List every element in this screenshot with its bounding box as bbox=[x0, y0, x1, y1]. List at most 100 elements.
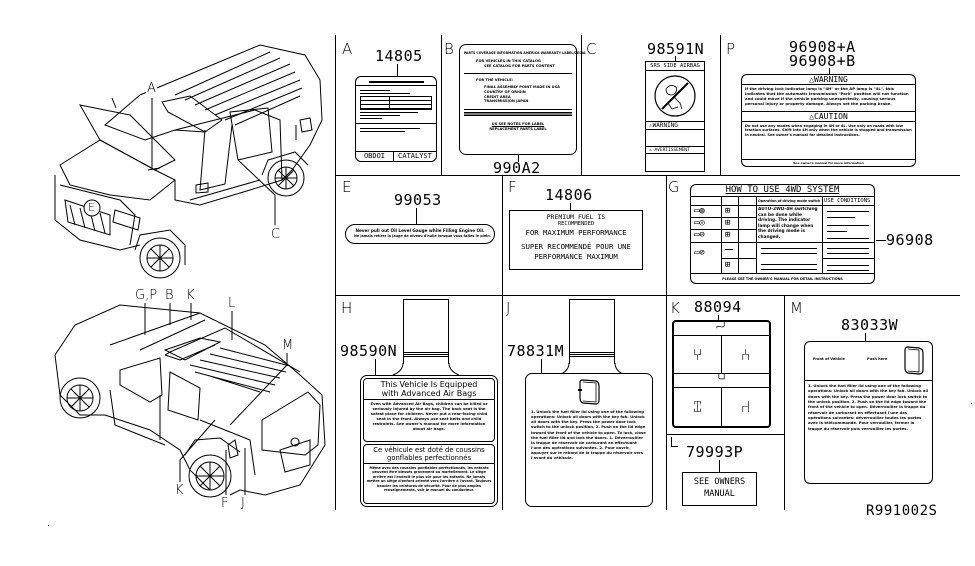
cell-p-letter: P bbox=[726, 40, 736, 58]
cell-c-letter: C bbox=[586, 40, 597, 58]
cell-k-letter: K bbox=[670, 299, 680, 317]
label-b-line-7: CREDIT AREA bbox=[484, 94, 511, 99]
label-g-operation-text: AUTO-2WD-4H switching can be done while … bbox=[758, 207, 818, 240]
cell-e-letter: E bbox=[342, 178, 352, 196]
callout-k-bottom-top: K bbox=[185, 288, 196, 303]
grid-line-m-left-stub bbox=[779, 434, 785, 435]
label-g-4wd-system: HOW TO USE 4WD SYSTEM Operation of drivi… bbox=[690, 184, 875, 284]
cell-j-part-number: 78831M bbox=[507, 342, 565, 360]
cell-f-leader bbox=[570, 203, 571, 210]
vehicle-front-view-illustration bbox=[54, 44, 323, 279]
grid-line-row2-bottom bbox=[335, 295, 960, 296]
label-l-see-owners-manual: SEE OWNERS MANUAL bbox=[682, 472, 757, 506]
label-a-emission: OBDOI CATALYST bbox=[355, 76, 437, 162]
label-f-line-5: PERFORMANCE MAXIMUM bbox=[534, 252, 618, 261]
label-g-col-operation: Operation of driving mode switch bbox=[758, 199, 820, 203]
no-child-seat-airbag-icon bbox=[654, 75, 696, 117]
switch-4h-icon: ▭⊖ bbox=[694, 230, 705, 240]
label-c-srs-airbag: SRS SIDE AIRBAG ⚠WARNING ⚠ AVERTISSEMENT bbox=[645, 61, 705, 172]
label-p-warning-text: If the driving lock indicator lamp is "4… bbox=[745, 86, 909, 106]
callout-c-top: C bbox=[270, 227, 282, 242]
cell-p-part-number-a: 96908+A bbox=[789, 38, 856, 56]
drivetrain-icon: ⊞ bbox=[725, 260, 731, 270]
callout-l-bottom: L bbox=[227, 296, 237, 311]
cell-f-letter: F bbox=[508, 178, 517, 196]
callout-j-bottom: J bbox=[240, 496, 246, 511]
vehicle-rear-view-illustration bbox=[54, 303, 326, 498]
callout-f-bottom: F bbox=[220, 496, 230, 511]
label-p-warning-title: WARNING bbox=[814, 75, 848, 84]
cell-c-leader bbox=[675, 56, 676, 61]
label-m-fuel-filler: Front of Vehicle Push here 1. Unlock the… bbox=[804, 341, 933, 484]
grid-line-k-m bbox=[784, 295, 785, 510]
label-l-line-1: SEE OWNERS bbox=[693, 477, 746, 487]
stray-dot bbox=[48, 525, 49, 526]
label-p-caution-text: Do not use any modes when engaging in 4H… bbox=[745, 124, 912, 137]
callout-k-bottom-lower: K bbox=[174, 483, 185, 498]
label-e-text-fr: Ne jamais retirer la jauge de niveau d'h… bbox=[354, 234, 491, 239]
switch-2wd-icon: ▭◍ bbox=[694, 206, 705, 216]
callout-b-bottom: B bbox=[164, 288, 175, 303]
label-m-header-right: Push here bbox=[867, 357, 888, 361]
label-c-header: SRS SIDE AIRBAG bbox=[646, 62, 704, 71]
label-m-body: 1. Unlock the fuel filler lid using one … bbox=[805, 380, 932, 480]
label-j-body: 1. Unlock the fuel filler lid using one … bbox=[531, 409, 646, 461]
label-l-line-2: MANUAL bbox=[704, 489, 735, 499]
cell-j-leader bbox=[541, 359, 542, 374]
cell-k-leader bbox=[718, 315, 719, 320]
cell-a-leader bbox=[397, 64, 398, 76]
cell-g-part-number: 96908 bbox=[886, 231, 934, 249]
grid-line-row1-bottom bbox=[335, 175, 960, 176]
callout-m-bottom: M bbox=[281, 338, 295, 353]
cell-b-part-number: 990A2 bbox=[493, 159, 541, 177]
warning-triangle-icon: ⚠ bbox=[649, 148, 652, 153]
label-k-seat-diagram: ⌐╯ ⑂ ⑃ ╰┘ ⑄ ⑁ bbox=[672, 320, 771, 428]
label-h-air-bags: This Vehicle Is Equipped with Advanced A… bbox=[360, 375, 498, 507]
cell-p-leader bbox=[829, 68, 830, 74]
label-j-tab bbox=[569, 299, 615, 364]
caution-triangle-icon: △ bbox=[809, 112, 815, 121]
cell-a-part-number: 14805 bbox=[375, 47, 423, 65]
label-h-title-en-1: This Vehicle Is Equipped bbox=[380, 380, 478, 389]
cell-k-part-number: 88094 bbox=[694, 298, 742, 316]
label-h-tab-neck bbox=[392, 362, 460, 376]
cell-h-part-number: 98590N bbox=[340, 342, 398, 360]
cell-l-corner-mark bbox=[671, 437, 678, 447]
cell-p-part-number-b: 96908+B bbox=[789, 52, 856, 70]
switch-auto-icon: ▭◎ bbox=[694, 218, 705, 228]
label-b-line-10: REPLACEMENT PARTS LABEL bbox=[489, 126, 547, 131]
label-a-footer-left: OBDOI bbox=[356, 152, 394, 161]
cell-j-letter: J bbox=[506, 299, 511, 317]
cell-e-part-number: 99053 bbox=[394, 191, 442, 209]
label-g-title: HOW TO USE 4WD SYSTEM bbox=[725, 185, 840, 195]
diagram-reference-code: R991002S bbox=[866, 503, 938, 519]
label-b-line-9: US SEE NOTES FOR LABEL bbox=[491, 121, 545, 126]
seat-forward-icon: ⑂ bbox=[692, 345, 703, 364]
cell-g-letter: G bbox=[668, 178, 680, 196]
warning-triangle-icon: △ bbox=[809, 75, 815, 84]
grid-line-c-p bbox=[720, 35, 721, 175]
grid-line-left bbox=[335, 35, 336, 510]
label-h-body-fr: Même avec des coussins gonflables perfec… bbox=[366, 466, 492, 493]
cell-e-leader bbox=[416, 208, 417, 224]
warning-triangle-icon: ⚠ bbox=[649, 122, 653, 129]
label-b-parts-coverage: PARTS COVERAGE INFORMATION AMERICA WARRA… bbox=[459, 44, 586, 155]
cell-h-letter: H bbox=[341, 299, 353, 317]
grid-line-e-f bbox=[502, 175, 503, 510]
drivetrain-icon: ⊞ bbox=[725, 206, 731, 216]
grid-line-b-c bbox=[581, 35, 582, 175]
cell-c-part-number: 98591N bbox=[647, 40, 705, 58]
label-f-line-4: SUPER RECOMMENDÉ POUR UNE bbox=[521, 242, 631, 251]
label-b-line-8: TRANSMISSION JAPAN bbox=[484, 99, 529, 104]
label-b-line-2: FOR VEHICLES IN THIS CATALOG bbox=[476, 59, 541, 64]
seat-fold-icon: ⑃ bbox=[740, 345, 751, 364]
label-h-title-en-2: with Advanced Air Bags bbox=[381, 389, 477, 398]
grid-line-k-l bbox=[666, 434, 784, 435]
label-b-line-6: COUNTRY OF ORIGIN bbox=[484, 89, 526, 94]
label-b-line-5: FINAL ASSEMBLY POINT MADE IN USA bbox=[484, 85, 560, 90]
cell-m-letter: M bbox=[790, 299, 803, 317]
label-f-line-3: FOR MAXIMUM PERFORMANCE bbox=[525, 228, 627, 237]
callout-gp-bottom: G,P bbox=[134, 288, 159, 303]
cell-a-letter: A bbox=[342, 40, 353, 58]
grid-line-a-b bbox=[441, 35, 442, 175]
